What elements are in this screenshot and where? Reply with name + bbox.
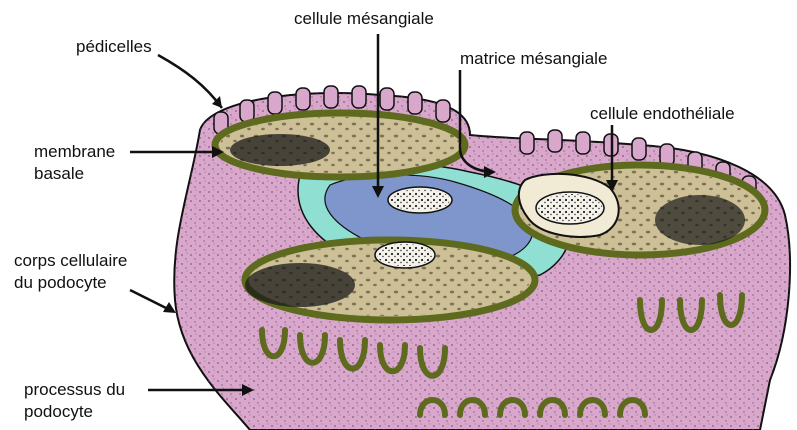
label-corps-cellulaire-line2: du podocyte (14, 272, 107, 294)
corps-cellulaire-leader (130, 290, 170, 310)
label-processus-line1: processus du (24, 379, 125, 401)
label-matrice-mesangiale: matrice mésangiale (460, 48, 607, 70)
label-pedicelles: pédicelles (76, 36, 152, 58)
label-cellule-mesangiale: cellule mésangiale (294, 8, 434, 30)
capillary-loop-upper-left (215, 113, 465, 177)
pedicelles-leader (158, 55, 222, 108)
label-corps-cellulaire-line1: corps cellulaire (14, 250, 127, 272)
label-membrane-basale-line2: basale (34, 163, 84, 185)
label-cellule-endotheliale: cellule endothéliale (590, 103, 735, 125)
label-membrane-basale-line1: membrane (34, 141, 115, 163)
label-processus-line2: podocyte (24, 401, 93, 423)
